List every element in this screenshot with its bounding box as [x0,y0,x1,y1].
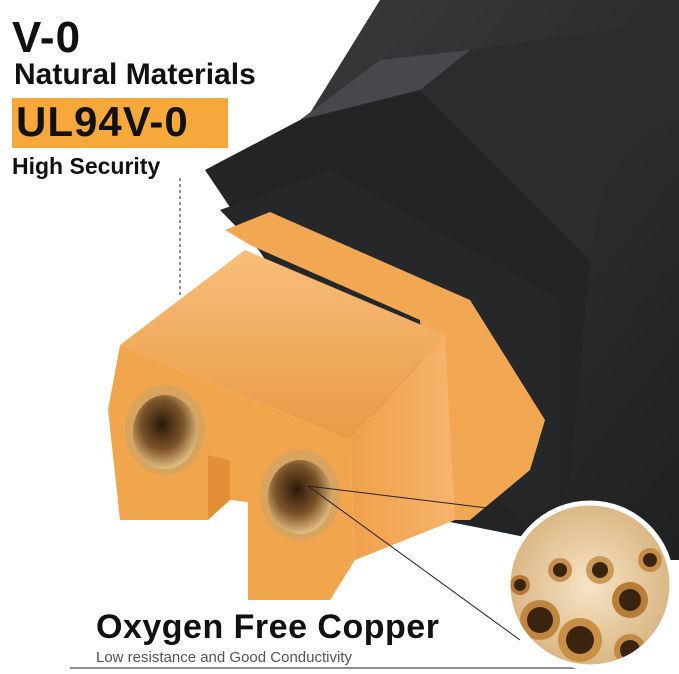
copper-title: Oxygen Free Copper [96,608,440,646]
grade-heading: V-0 [12,13,82,62]
materials-label: Natural Materials [14,58,256,91]
security-label: High Security [12,153,161,179]
callout-lines [70,178,590,669]
standard-label: UL94V-0 [16,98,189,145]
copper-tubes-image [505,500,675,670]
standard-badge [12,98,228,148]
copper-subtitle: Low resistance and Good Conductivity [96,649,352,666]
socket-holes [125,385,340,540]
